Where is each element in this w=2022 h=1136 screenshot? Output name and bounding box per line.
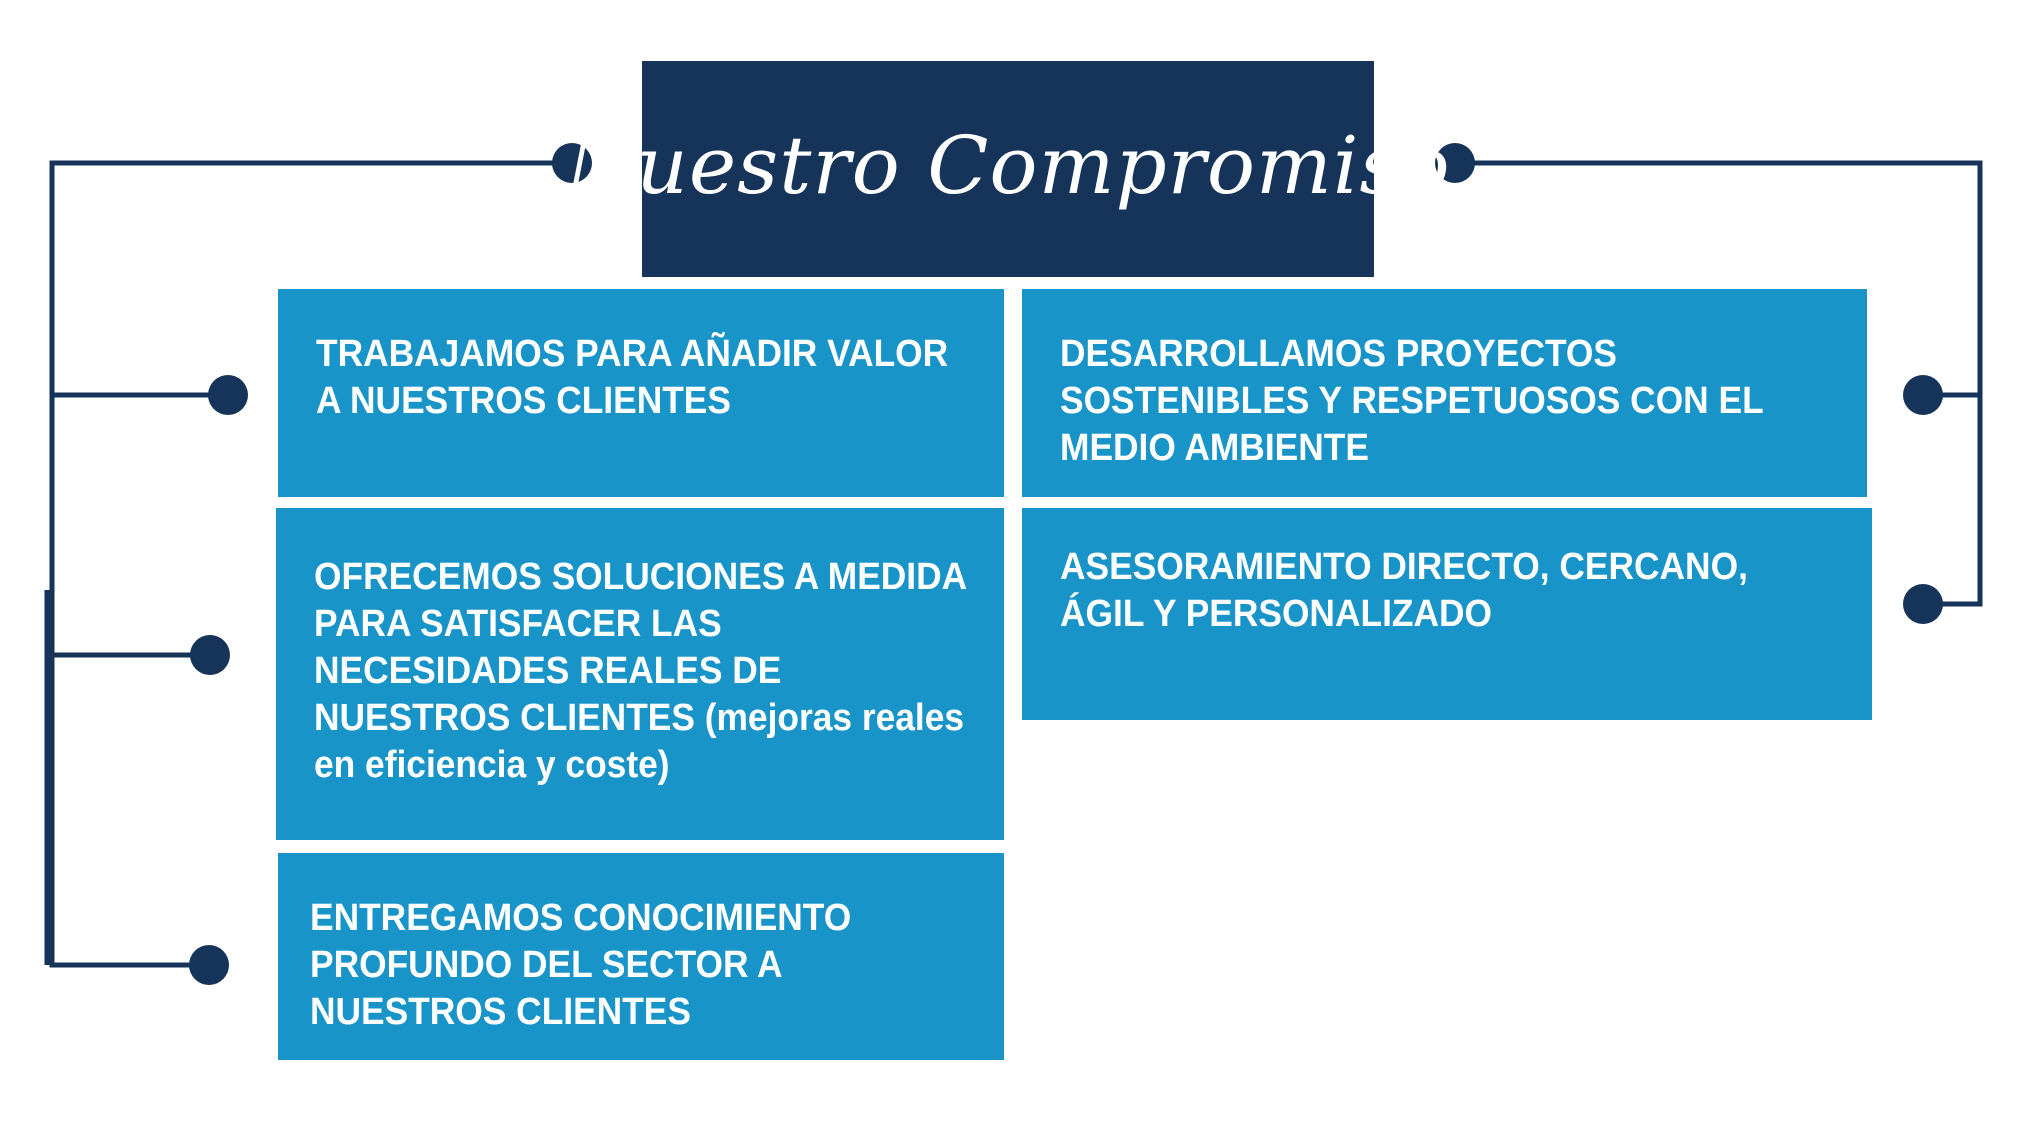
right-connector-dot-1 bbox=[1903, 375, 1943, 415]
commitment-card-advisory: ASESORAMIENTO DIRECTO, CERCANO, ÁGIL Y P… bbox=[1022, 508, 1872, 720]
card-text: TRABAJAMOS PARA AÑADIR VALOR A NUESTROS … bbox=[316, 333, 949, 422]
left-connector-dot-title bbox=[552, 143, 592, 183]
commitment-card-custom-solutions: OFRECEMOS SOLUCIONES A MEDIDA PARA SATIS… bbox=[276, 508, 1004, 840]
title-box: Nuestro Compromiso bbox=[565, 61, 1450, 277]
commitment-card-sustainable-projects: DESARROLLAMOS PROYECTOS SOSTENIBLES Y RE… bbox=[1022, 289, 1867, 497]
left-connector-dot-1 bbox=[208, 375, 248, 415]
card-text: OFRECEMOS SOLUCIONES A MEDIDA PARA SATIS… bbox=[314, 556, 966, 786]
left-connector-top bbox=[49, 160, 572, 968]
card-text: ENTREGAMOS CONOCIMIENTO PROFUNDO DEL SEC… bbox=[310, 897, 852, 1033]
diagram-title: Nuestro Compromiso bbox=[565, 118, 1451, 212]
commitment-card-add-value: TRABAJAMOS PARA AÑADIR VALOR A NUESTROS … bbox=[278, 289, 1004, 497]
commitment-card-sector-knowledge: ENTREGAMOS CONOCIMIENTO PROFUNDO DEL SEC… bbox=[278, 853, 1004, 1060]
left-connector-dot-3 bbox=[189, 945, 229, 985]
card-text: DESARROLLAMOS PROYECTOS SOSTENIBLES Y RE… bbox=[1060, 333, 1764, 469]
right-connector-dot-2 bbox=[1903, 584, 1943, 624]
right-connector bbox=[1455, 160, 1983, 607]
right-connector-dot-title bbox=[1435, 143, 1475, 183]
card-text: ASESORAMIENTO DIRECTO, CERCANO, ÁGIL Y P… bbox=[1060, 546, 1748, 635]
left-connector-dot-2 bbox=[190, 635, 230, 675]
